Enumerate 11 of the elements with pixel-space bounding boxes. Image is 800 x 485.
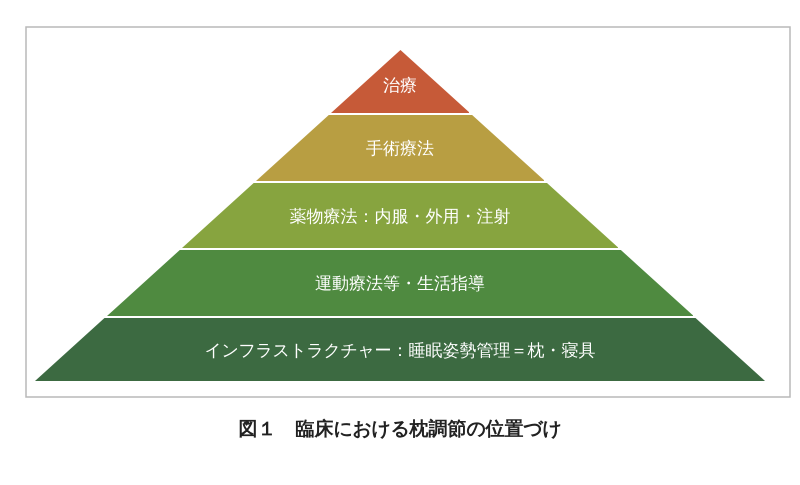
pyramid-layer <box>182 183 618 248</box>
layer-label: インフラストラクチャー：睡眠姿勢管理＝枕・寝具 <box>204 340 596 362</box>
pyramid-apex <box>330 50 470 113</box>
layer-label: 運動療法等・生活指導 <box>314 273 486 295</box>
pyramid-layer <box>35 318 765 381</box>
layer-label: 薬物療法：内服・外用・注射 <box>288 206 512 228</box>
pyramid-layer <box>106 250 694 316</box>
pyramid-layer <box>256 115 544 181</box>
layer-label: 手術療法 <box>364 138 435 160</box>
layer-label: 治療 <box>382 74 418 97</box>
figure-caption: 図１ 臨床における枕調節の位置づけ <box>238 417 562 442</box>
